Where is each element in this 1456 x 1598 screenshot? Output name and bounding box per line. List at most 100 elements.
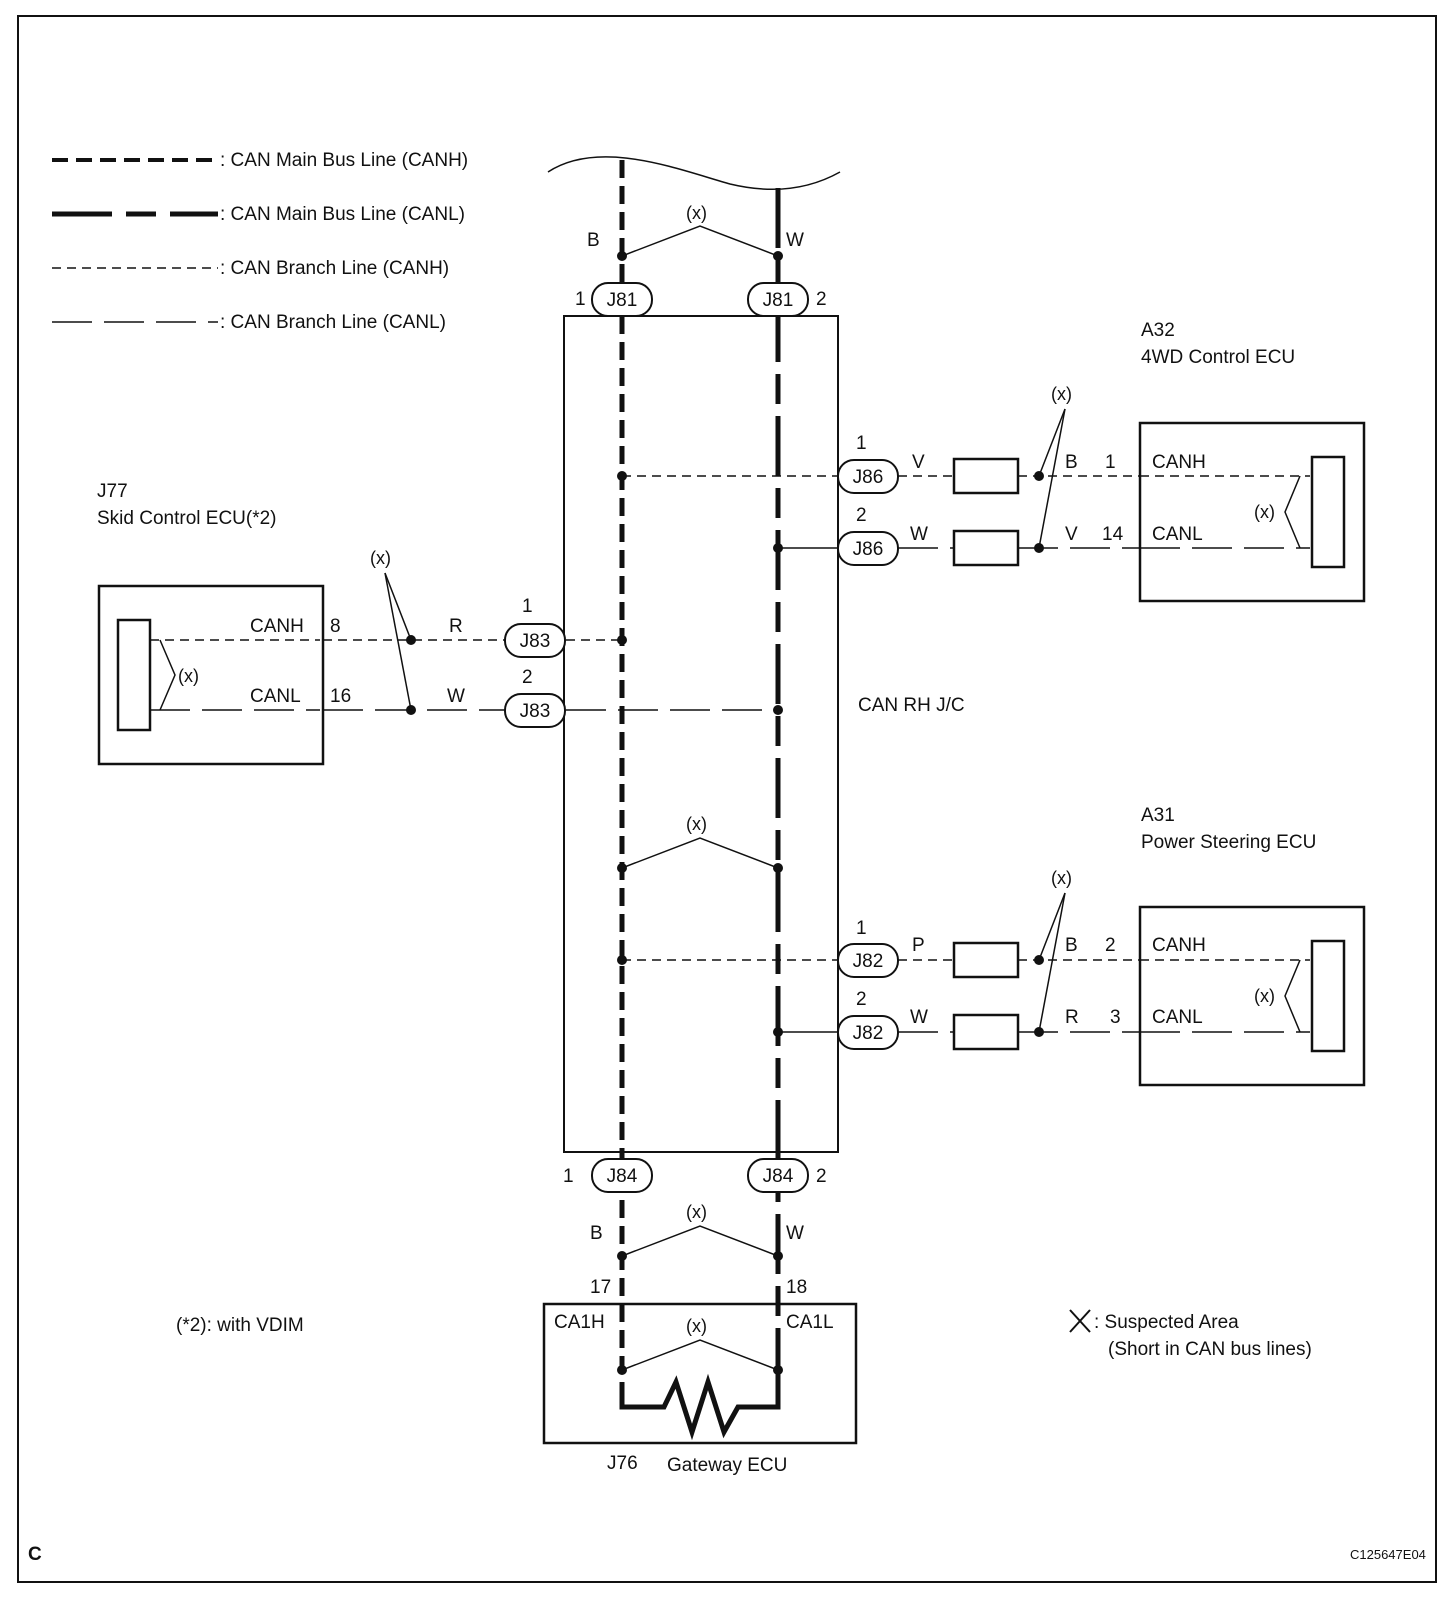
junction-dot: [773, 705, 783, 715]
skid-canh-label: CANH: [250, 616, 304, 637]
bottom-wire-h: B: [590, 1223, 603, 1244]
connector-label: J81: [607, 290, 638, 311]
junction-dot: [617, 251, 627, 261]
gateway-code: J76: [607, 1453, 638, 1474]
short-indicator: [1038, 408, 1066, 549]
ps-wire-jc-h: P: [912, 935, 925, 956]
junction-dot: [773, 1365, 783, 1375]
suspect-marker: (x): [686, 203, 707, 223]
connector-label: J83: [520, 631, 551, 652]
junction-dot: [617, 635, 627, 645]
legend-branch-canl-label: : CAN Branch Line (CANL): [220, 312, 446, 333]
fwd-canl-label: CANL: [1152, 524, 1203, 545]
pin-number: 2: [522, 667, 533, 688]
junction-dot: [617, 1251, 627, 1261]
can-rh-jc-box: [563, 315, 839, 1153]
connector-j81-l: [747, 282, 809, 317]
pin-number: 2: [856, 505, 867, 526]
connector-label: J81: [763, 290, 794, 311]
short-indicator: [621, 1339, 779, 1371]
connector-j83-l: [504, 693, 566, 728]
ps-ecu-name: Power Steering ECU: [1141, 832, 1316, 853]
suspect-legend-line1: : Suspected Area: [1094, 1312, 1239, 1333]
ps-ecu-box: [1138, 905, 1366, 1087]
short-indicator: [1038, 892, 1066, 961]
skid-wire-l: W: [447, 686, 465, 707]
gateway-pin-l: 18: [786, 1277, 807, 1298]
short-indicator: [1038, 408, 1066, 477]
junction-dot: [773, 251, 783, 261]
fwd-ecu-code: A32: [1141, 320, 1175, 341]
ecu-module-block: [1310, 939, 1346, 1053]
junction-dot: [773, 1251, 783, 1261]
fwd-pin-l: 14: [1102, 524, 1124, 545]
bottom-wire-l: W: [786, 1223, 804, 1244]
inline-connector: [952, 529, 1020, 567]
skid-ecu-name: Skid Control ECU(*2): [97, 508, 277, 529]
junction-dot: [773, 1027, 783, 1037]
short-indicator: [621, 837, 779, 869]
legend: : CAN Main Bus Line (CANH) : CAN Main Bu…: [52, 150, 468, 333]
diagram-frame: [17, 15, 1437, 1583]
connector-label: J86: [853, 467, 884, 488]
pin-number: 1: [522, 596, 533, 617]
suspect-marker: (x): [686, 1316, 707, 1336]
fwd-ecu-name: 4WD Control ECU: [1141, 347, 1295, 368]
inline-connector: [952, 457, 1020, 495]
skid-ecu-group: J77 Skid Control ECU(*2) (x) CANH CANL 8…: [97, 481, 783, 766]
legend-main-canl-label: : CAN Main Bus Line (CANL): [220, 204, 465, 225]
legend-main-canh-label: : CAN Main Bus Line (CANH): [220, 150, 468, 171]
suspect-marker: (x): [686, 814, 707, 834]
short-indicator: [1284, 959, 1301, 1033]
gateway-ecu-box: [542, 1302, 858, 1445]
ps-canl-label: CANL: [1152, 1007, 1203, 1028]
skid-ecu-box: [97, 584, 325, 766]
suspect-legend: : Suspected Area (Short in CAN bus lines…: [1069, 1309, 1312, 1360]
wire-break-line: [547, 156, 841, 191]
skid-pin-l: 16: [330, 686, 351, 707]
suspect-marker: (x): [1051, 384, 1072, 404]
connector-label: J84: [763, 1166, 794, 1187]
junction-label: CAN RH J/C: [858, 695, 965, 716]
fwd-ecu-box: [1138, 421, 1366, 603]
short-indicator: [621, 1225, 779, 1257]
ecu-module-block: [116, 618, 152, 732]
ps-wire-ecu-h: B: [1065, 935, 1078, 956]
fwd-pin-h: 1: [1105, 452, 1116, 473]
legend-branch-canh-label: : CAN Branch Line (CANH): [220, 258, 449, 279]
connector-j83-h: [504, 623, 566, 658]
junction-dot: [617, 863, 627, 873]
fwd-wire-ecu-h: B: [1065, 452, 1078, 473]
figure-code: C125647E04: [1350, 1547, 1426, 1562]
top-wire-l: W: [786, 230, 804, 251]
pin-number: 2: [856, 989, 867, 1010]
pin-number: 1: [856, 433, 867, 454]
inline-connector: [952, 941, 1020, 979]
skid-wire-h: R: [449, 616, 463, 637]
junction-dot: [773, 543, 783, 553]
vdim-note: (*2): with VDIM: [176, 1315, 304, 1336]
skid-canl-label: CANL: [250, 686, 301, 707]
short-indicator: [384, 572, 412, 711]
corner-mark: C: [28, 1544, 42, 1565]
top-wire-h: B: [587, 230, 600, 251]
ps-pin-l: 3: [1110, 1007, 1121, 1028]
gateway-canh-label: CA1H: [554, 1312, 605, 1333]
suspect-legend-line2: (Short in CAN bus lines): [1108, 1339, 1312, 1360]
connector-j81-h: [591, 282, 653, 317]
short-indicator: [1038, 892, 1066, 1033]
fwd-wire-jc-h: V: [912, 452, 925, 473]
pin-number: 1: [856, 918, 867, 939]
fwd-wire-ecu-l: V: [1065, 524, 1078, 545]
connector-j84-l: [747, 1158, 809, 1193]
suspect-marker: (x): [1254, 502, 1275, 522]
gateway-ecu: CA1H CA1L (x) J76 Gateway ECU: [542, 1302, 858, 1476]
ps-pin-h: 2: [1105, 935, 1116, 956]
skid-pin-h: 8: [330, 616, 341, 637]
gateway-pin-h: 17: [590, 1277, 611, 1298]
junction-dot: [617, 1365, 627, 1375]
pin-number: 2: [816, 1166, 827, 1187]
fwd-canh-label: CANH: [1152, 452, 1206, 473]
connector-label: J83: [520, 701, 551, 722]
suspect-marker: (x): [1254, 986, 1275, 1006]
